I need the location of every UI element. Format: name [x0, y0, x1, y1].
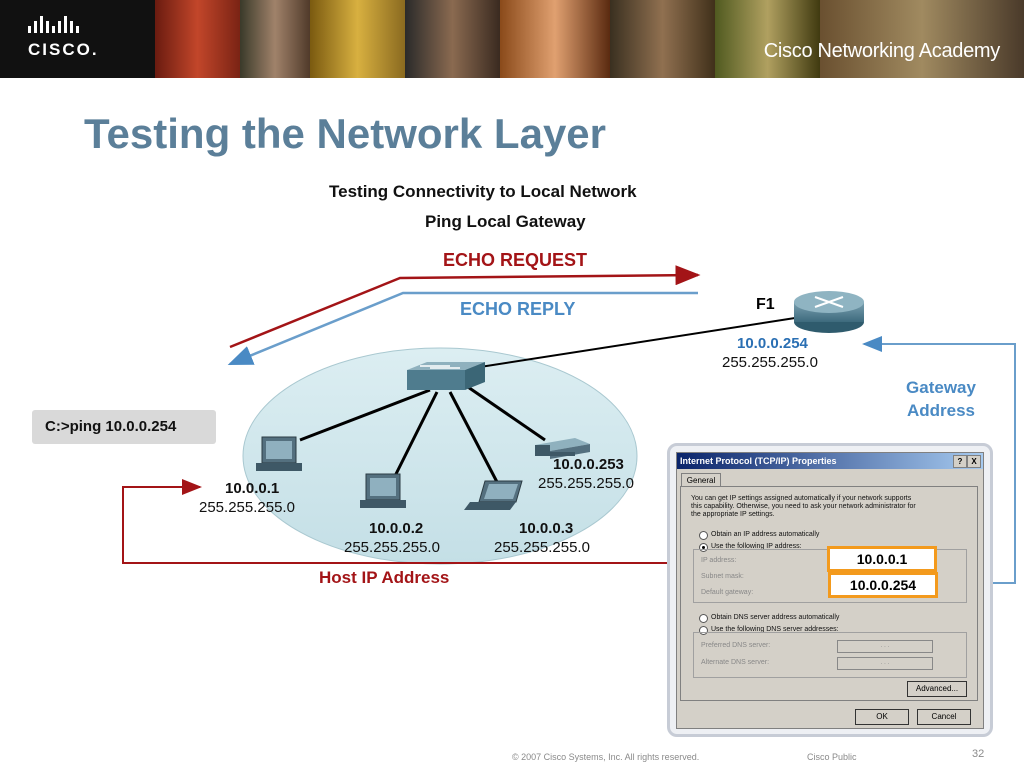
- host-mask: 255.255.255.0: [199, 499, 295, 516]
- diagram-subtitle: Ping Local Gateway: [425, 212, 586, 231]
- host-mask: 255.255.255.0: [344, 539, 440, 556]
- radio-auto-ip[interactable]: [699, 531, 708, 540]
- alternate-dns-input[interactable]: . . .: [837, 657, 933, 670]
- intro-text: You can get IP settings assigned automat…: [691, 495, 912, 502]
- router-icon: [794, 291, 864, 333]
- banner-photo-strip: [155, 0, 1024, 78]
- gateway-label-line1: Gateway: [906, 378, 976, 397]
- host-ip-address-label: Host IP Address: [319, 568, 450, 587]
- advanced-button[interactable]: Advanced...: [907, 681, 967, 697]
- subnet-mask-label: Subnet mask:: [701, 573, 744, 580]
- close-button[interactable]: X: [967, 455, 981, 468]
- echo-reply-label: ECHO REPLY: [460, 299, 576, 319]
- tcpip-dialog-frame: Internet Protocol (TCP/IP) Properties ? …: [667, 443, 993, 737]
- alternate-dns-label: Alternate DNS server:: [701, 659, 770, 666]
- desktop-icon: [360, 473, 406, 508]
- router-ip: 10.0.0.254: [737, 335, 808, 352]
- cisco-wordmark: CISCO.: [28, 40, 99, 59]
- header-banner: CISCO. Cisco Networking Academy: [0, 0, 1024, 78]
- router-mask: 255.255.255.0: [722, 354, 818, 371]
- radio-auto-ip-label: Obtain an IP address automatically: [711, 531, 820, 538]
- router-name: F1: [756, 296, 775, 313]
- link-switch-host2: [391, 391, 439, 481]
- tab-general[interactable]: General: [681, 473, 721, 487]
- general-panel: You can get IP settings assigned automat…: [680, 486, 978, 701]
- host-ip: 10.0.0.253: [553, 456, 624, 473]
- desktop-icon: [256, 436, 302, 471]
- echo-reply-arrow: [227, 291, 698, 366]
- ok-button[interactable]: OK: [855, 709, 909, 725]
- dialog-title: Internet Protocol (TCP/IP) Properties: [680, 456, 837, 466]
- preferred-dns-input[interactable]: . . .: [837, 640, 933, 653]
- dns-settings-group: [693, 632, 967, 678]
- dialog-titlebar: Internet Protocol (TCP/IP) Properties ? …: [677, 453, 983, 469]
- gateway-label-line2: Address: [906, 401, 976, 420]
- echo-request-arrow: [229, 265, 701, 349]
- academy-brand: Cisco Networking Academy: [763, 40, 1001, 62]
- link-switch-router: [479, 317, 796, 368]
- gateway-address-label: Gateway Address: [893, 376, 989, 422]
- intro-text: this capability. Otherwise, you need to …: [691, 503, 916, 510]
- switch-icon: [407, 362, 485, 390]
- printer-icon: [535, 438, 590, 459]
- host-ip: 10.0.0.1: [225, 480, 280, 497]
- link-switch-printer: [464, 383, 546, 442]
- diagram-title: Testing Connectivity to Local Network: [329, 182, 637, 201]
- default-gateway-label: Default gateway:: [701, 589, 754, 596]
- cancel-button[interactable]: Cancel: [917, 709, 971, 725]
- help-button[interactable]: ?: [953, 455, 967, 468]
- laptop-icon: [464, 480, 523, 510]
- radio-auto-dns-label: Obtain DNS server address automatically: [711, 614, 840, 621]
- page-number: 32: [972, 748, 985, 760]
- cisco-logo: CISCO.: [18, 16, 138, 66]
- host-mask: 255.255.255.0: [538, 475, 634, 492]
- copyright-notice: © 2007 Cisco Systems, Inc. All rights re…: [512, 752, 700, 762]
- ping-command: C:>ping 10.0.0.254: [32, 410, 216, 444]
- echo-request-label: ECHO REQUEST: [443, 250, 588, 270]
- link-switch-host3: [448, 391, 499, 483]
- classification-label: Cisco Public: [807, 752, 857, 762]
- host-mask: 255.255.255.0: [494, 539, 590, 556]
- radio-manual-ip[interactable]: [699, 543, 708, 552]
- host-ip: 10.0.0.2: [369, 520, 424, 537]
- page-title: Testing the Network Layer: [84, 110, 607, 157]
- intro-text: the appropriate IP settings.: [691, 511, 775, 518]
- default-gateway-highlight: 10.0.0.254: [828, 572, 938, 598]
- radio-manual-dns[interactable]: [699, 626, 708, 635]
- link-switch-host1: [299, 388, 431, 442]
- preferred-dns-label: Preferred DNS server:: [701, 642, 771, 649]
- host-ip: 10.0.0.3: [519, 520, 574, 537]
- radio-manual-ip-label: Use the following IP address:: [711, 543, 802, 550]
- radio-manual-dns-label: Use the following DNS server addresses:: [711, 626, 839, 633]
- radio-auto-dns[interactable]: [699, 614, 708, 623]
- ip-address-label: IP address:: [701, 557, 737, 564]
- host-ip-pointer: [122, 479, 828, 564]
- ip-address-highlight: 10.0.0.1: [827, 546, 937, 572]
